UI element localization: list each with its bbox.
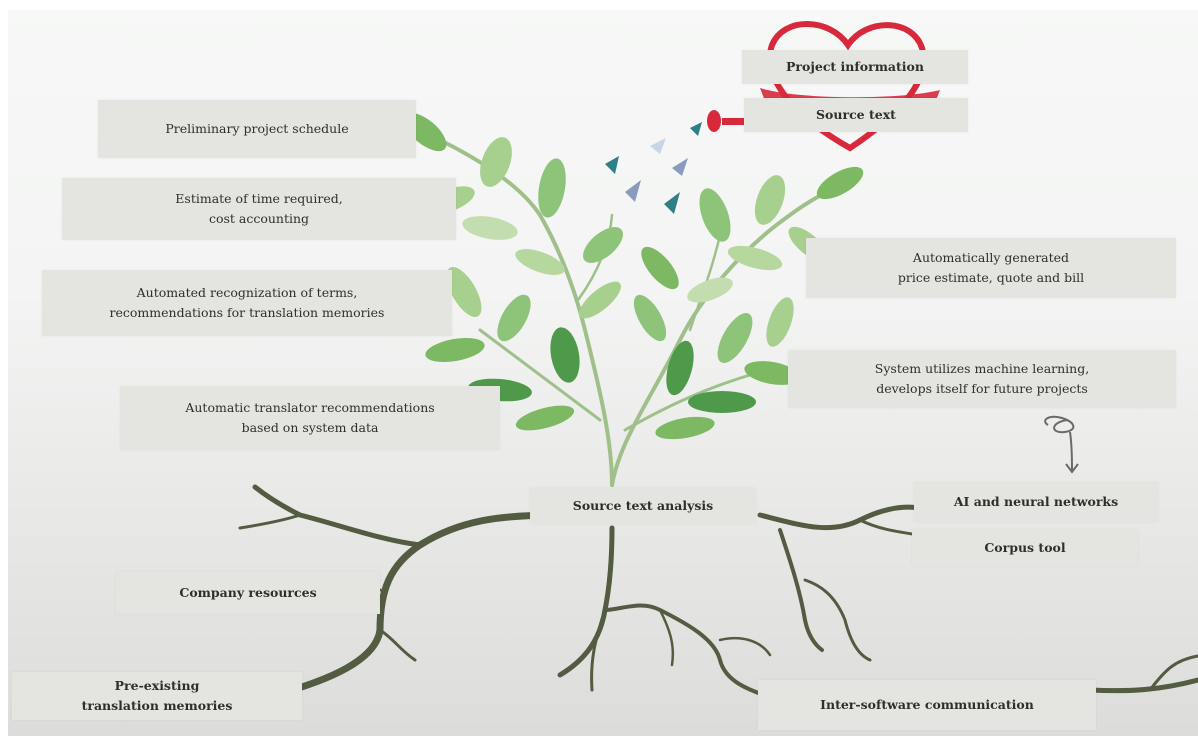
label-estimate-time-cost: Estimate of time required, cost accounti… <box>62 178 456 240</box>
label-project-information: Project information <box>742 50 968 84</box>
label-company-resources: Company resources <box>116 572 380 614</box>
leaves <box>403 112 864 440</box>
label-source-text-analysis: Source text analysis <box>530 488 756 524</box>
feedback-arrow-icon <box>1044 415 1079 474</box>
water-drops <box>605 122 702 214</box>
label-ai-neural-networks: AI and neural networks <box>914 482 1158 522</box>
label-automated-term-recognition: Automated recognization of terms, recomm… <box>42 270 452 336</box>
label-pre-existing-translation-memories: Pre-existing translation memories <box>12 672 302 720</box>
spout-icon <box>707 110 754 132</box>
label-machine-learning: System utilizes machine learning, develo… <box>788 350 1176 408</box>
label-automatic-price-estimate: Automatically generated price estimate, … <box>806 238 1176 298</box>
label-preliminary-project-schedule: Preliminary project schedule <box>98 100 416 158</box>
label-inter-software-communication: Inter-software communication <box>758 680 1096 730</box>
label-corpus-tool: Corpus tool <box>912 530 1138 566</box>
label-translator-recommendations: Automatic translator recommendations bas… <box>120 386 500 450</box>
label-source-text: Source text <box>744 98 968 132</box>
